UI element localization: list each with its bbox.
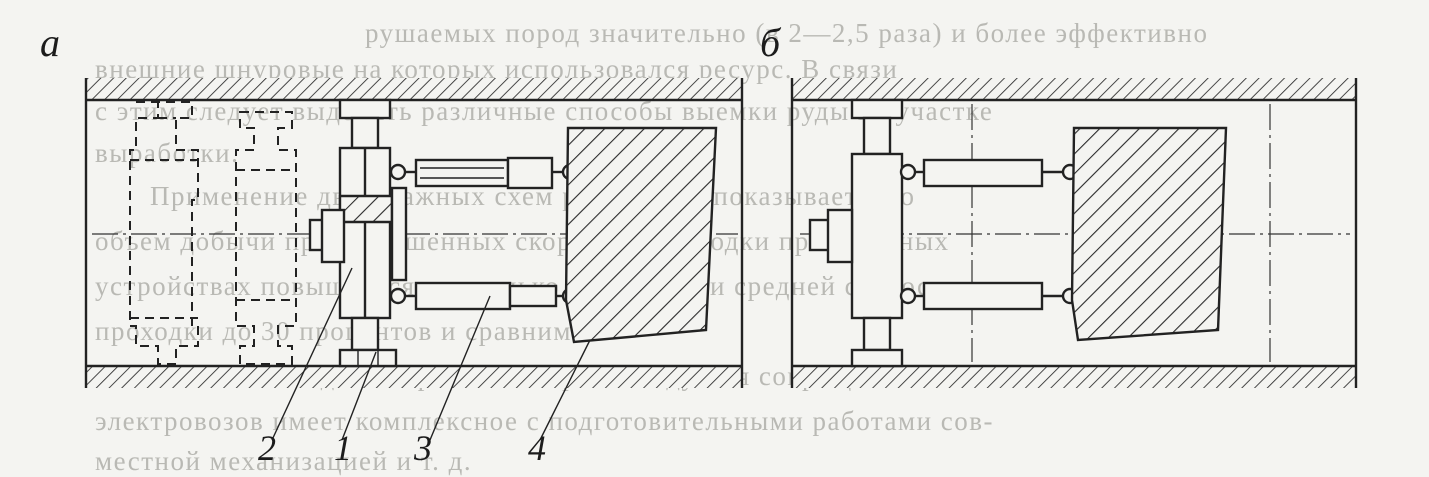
jack-cylinder (922, 281, 1044, 311)
prop-top-rod (350, 116, 380, 150)
jack-cylinder (414, 281, 512, 311)
guide-block (320, 208, 346, 264)
prop-previous-position (235, 111, 297, 365)
jack-rod (508, 284, 558, 308)
panel-b: б (760, 20, 1358, 388)
leader-lines (271, 267, 591, 441)
bg-line: выработки. (95, 138, 239, 168)
panel-label-a: а (40, 20, 60, 65)
pin-joint (389, 163, 407, 181)
ram-block (1070, 126, 1228, 342)
pin-joint (899, 287, 917, 305)
ram-block (564, 126, 718, 344)
floor-wall (86, 366, 742, 388)
prop-top-cap (338, 98, 392, 120)
hydraulic-jack-upper (389, 156, 579, 190)
prop-bottom-cap (338, 348, 398, 368)
bg-line: рушаемых пород значительно (в 2—2,5 раза… (365, 18, 1208, 48)
part-label-3: 3 (413, 428, 432, 468)
bg-line: проходки до 30 процентов и сравнимых (95, 316, 607, 346)
part-label-2: 2 (258, 428, 276, 468)
prop-bottom-cap (850, 348, 904, 368)
prop-section (338, 194, 394, 224)
part-label-1: 1 (334, 428, 352, 468)
panel-a: а 2 1 3 4 (40, 20, 744, 468)
jack-cylinder (414, 158, 510, 188)
prop-top-cap (850, 98, 904, 120)
pin-joint (389, 287, 407, 305)
floor-wall (792, 366, 1356, 388)
hydraulic-jack-lower (389, 281, 579, 311)
bg-line: местной механизацией и т. д. (95, 446, 472, 476)
hydraulic-prop (808, 98, 904, 368)
prop-top-rod (862, 116, 892, 156)
roof-wall (792, 78, 1356, 100)
prop-bottom-rod (350, 316, 380, 352)
guide-block (826, 208, 854, 264)
prop-previous-position (129, 101, 199, 365)
pin-joint (899, 163, 917, 181)
prop-bottom-rod (862, 316, 892, 352)
roof-wall (86, 78, 742, 100)
prop-flange (390, 186, 408, 282)
hydraulic-jack-upper (899, 158, 1079, 188)
hydraulic-jack-lower (899, 281, 1079, 311)
jack-head (506, 156, 554, 190)
jack-cylinder (922, 158, 1044, 188)
prop-body (850, 152, 904, 320)
hydraulic-prop (308, 98, 408, 368)
panel-label-b: б (760, 20, 782, 65)
part-label-4: 4 (528, 428, 546, 468)
bg-line: объем добычи при повышенных скоростях пр… (95, 226, 950, 256)
